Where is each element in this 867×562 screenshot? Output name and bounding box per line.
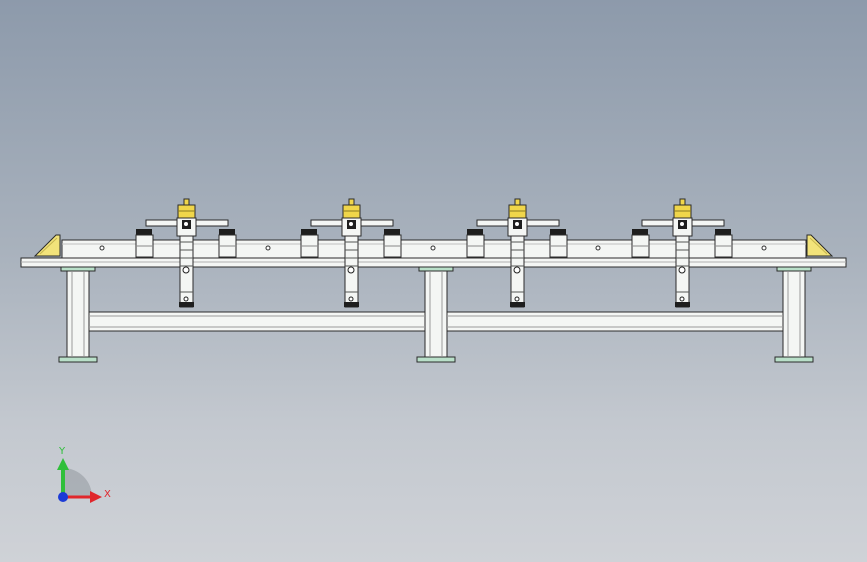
clamp-column-bolt-upper — [678, 266, 686, 274]
y-axis-arrowhead — [57, 458, 69, 470]
clamp-column-bolt-upper — [513, 266, 521, 274]
end-bracket-left — [33, 234, 61, 257]
leg-left-foot — [58, 356, 98, 363]
y-axis-label: Y — [58, 446, 66, 457]
clamp-right-cap — [550, 229, 566, 235]
clamp-column-bolt-lower — [183, 296, 189, 302]
leg-right-foot — [774, 356, 814, 363]
clamp-left-cap — [136, 229, 152, 235]
clamp-cylinder-cap — [514, 198, 521, 206]
axis-triad: Y X — [57, 446, 111, 503]
cross-beam — [88, 311, 784, 332]
clamp-units — [135, 198, 733, 308]
base-plate — [20, 257, 847, 268]
clamp-unit-1 — [135, 198, 237, 308]
rail-holes — [99, 245, 767, 251]
clamp-column-base — [179, 302, 194, 307]
clamp-cylinder-cap — [183, 198, 190, 206]
clamp-unit-3 — [466, 198, 568, 308]
clamp-unit-2 — [300, 198, 402, 308]
x-axis-arrowhead — [90, 491, 102, 503]
clamp-column-base — [675, 302, 690, 307]
clamp-column-bolt-lower — [679, 296, 685, 302]
upper-rail — [61, 239, 807, 259]
clamp-cylinder-cap — [348, 198, 355, 206]
clamp-port-dot — [349, 222, 353, 226]
clamp-column-base — [510, 302, 525, 307]
leg-center-foot — [416, 356, 456, 363]
clamp-right-cap — [715, 229, 731, 235]
z-axis-dot — [58, 492, 68, 502]
x-axis-label: X — [104, 489, 111, 500]
clamp-column-bolt-lower — [348, 296, 354, 302]
clamp-column-bolt-lower — [514, 296, 520, 302]
clamp-right-cap — [384, 229, 400, 235]
clamp-port-dot — [515, 222, 519, 226]
triad-arc — [63, 468, 92, 497]
clamp-left-cap — [467, 229, 483, 235]
clamp-column-bolt-upper — [347, 266, 355, 274]
clamp-unit-4 — [631, 198, 733, 308]
clamp-port-dot — [184, 222, 188, 226]
clamp-cylinder-cap — [679, 198, 686, 206]
clamp-port-dot — [680, 222, 684, 226]
end-bracket-right — [806, 234, 834, 257]
clamp-right-cap — [219, 229, 235, 235]
clamp-column-bolt-upper — [182, 266, 190, 274]
clamp-left-cap — [301, 229, 317, 235]
clamp-left-cap — [632, 229, 648, 235]
clamp-column-base — [344, 302, 359, 307]
